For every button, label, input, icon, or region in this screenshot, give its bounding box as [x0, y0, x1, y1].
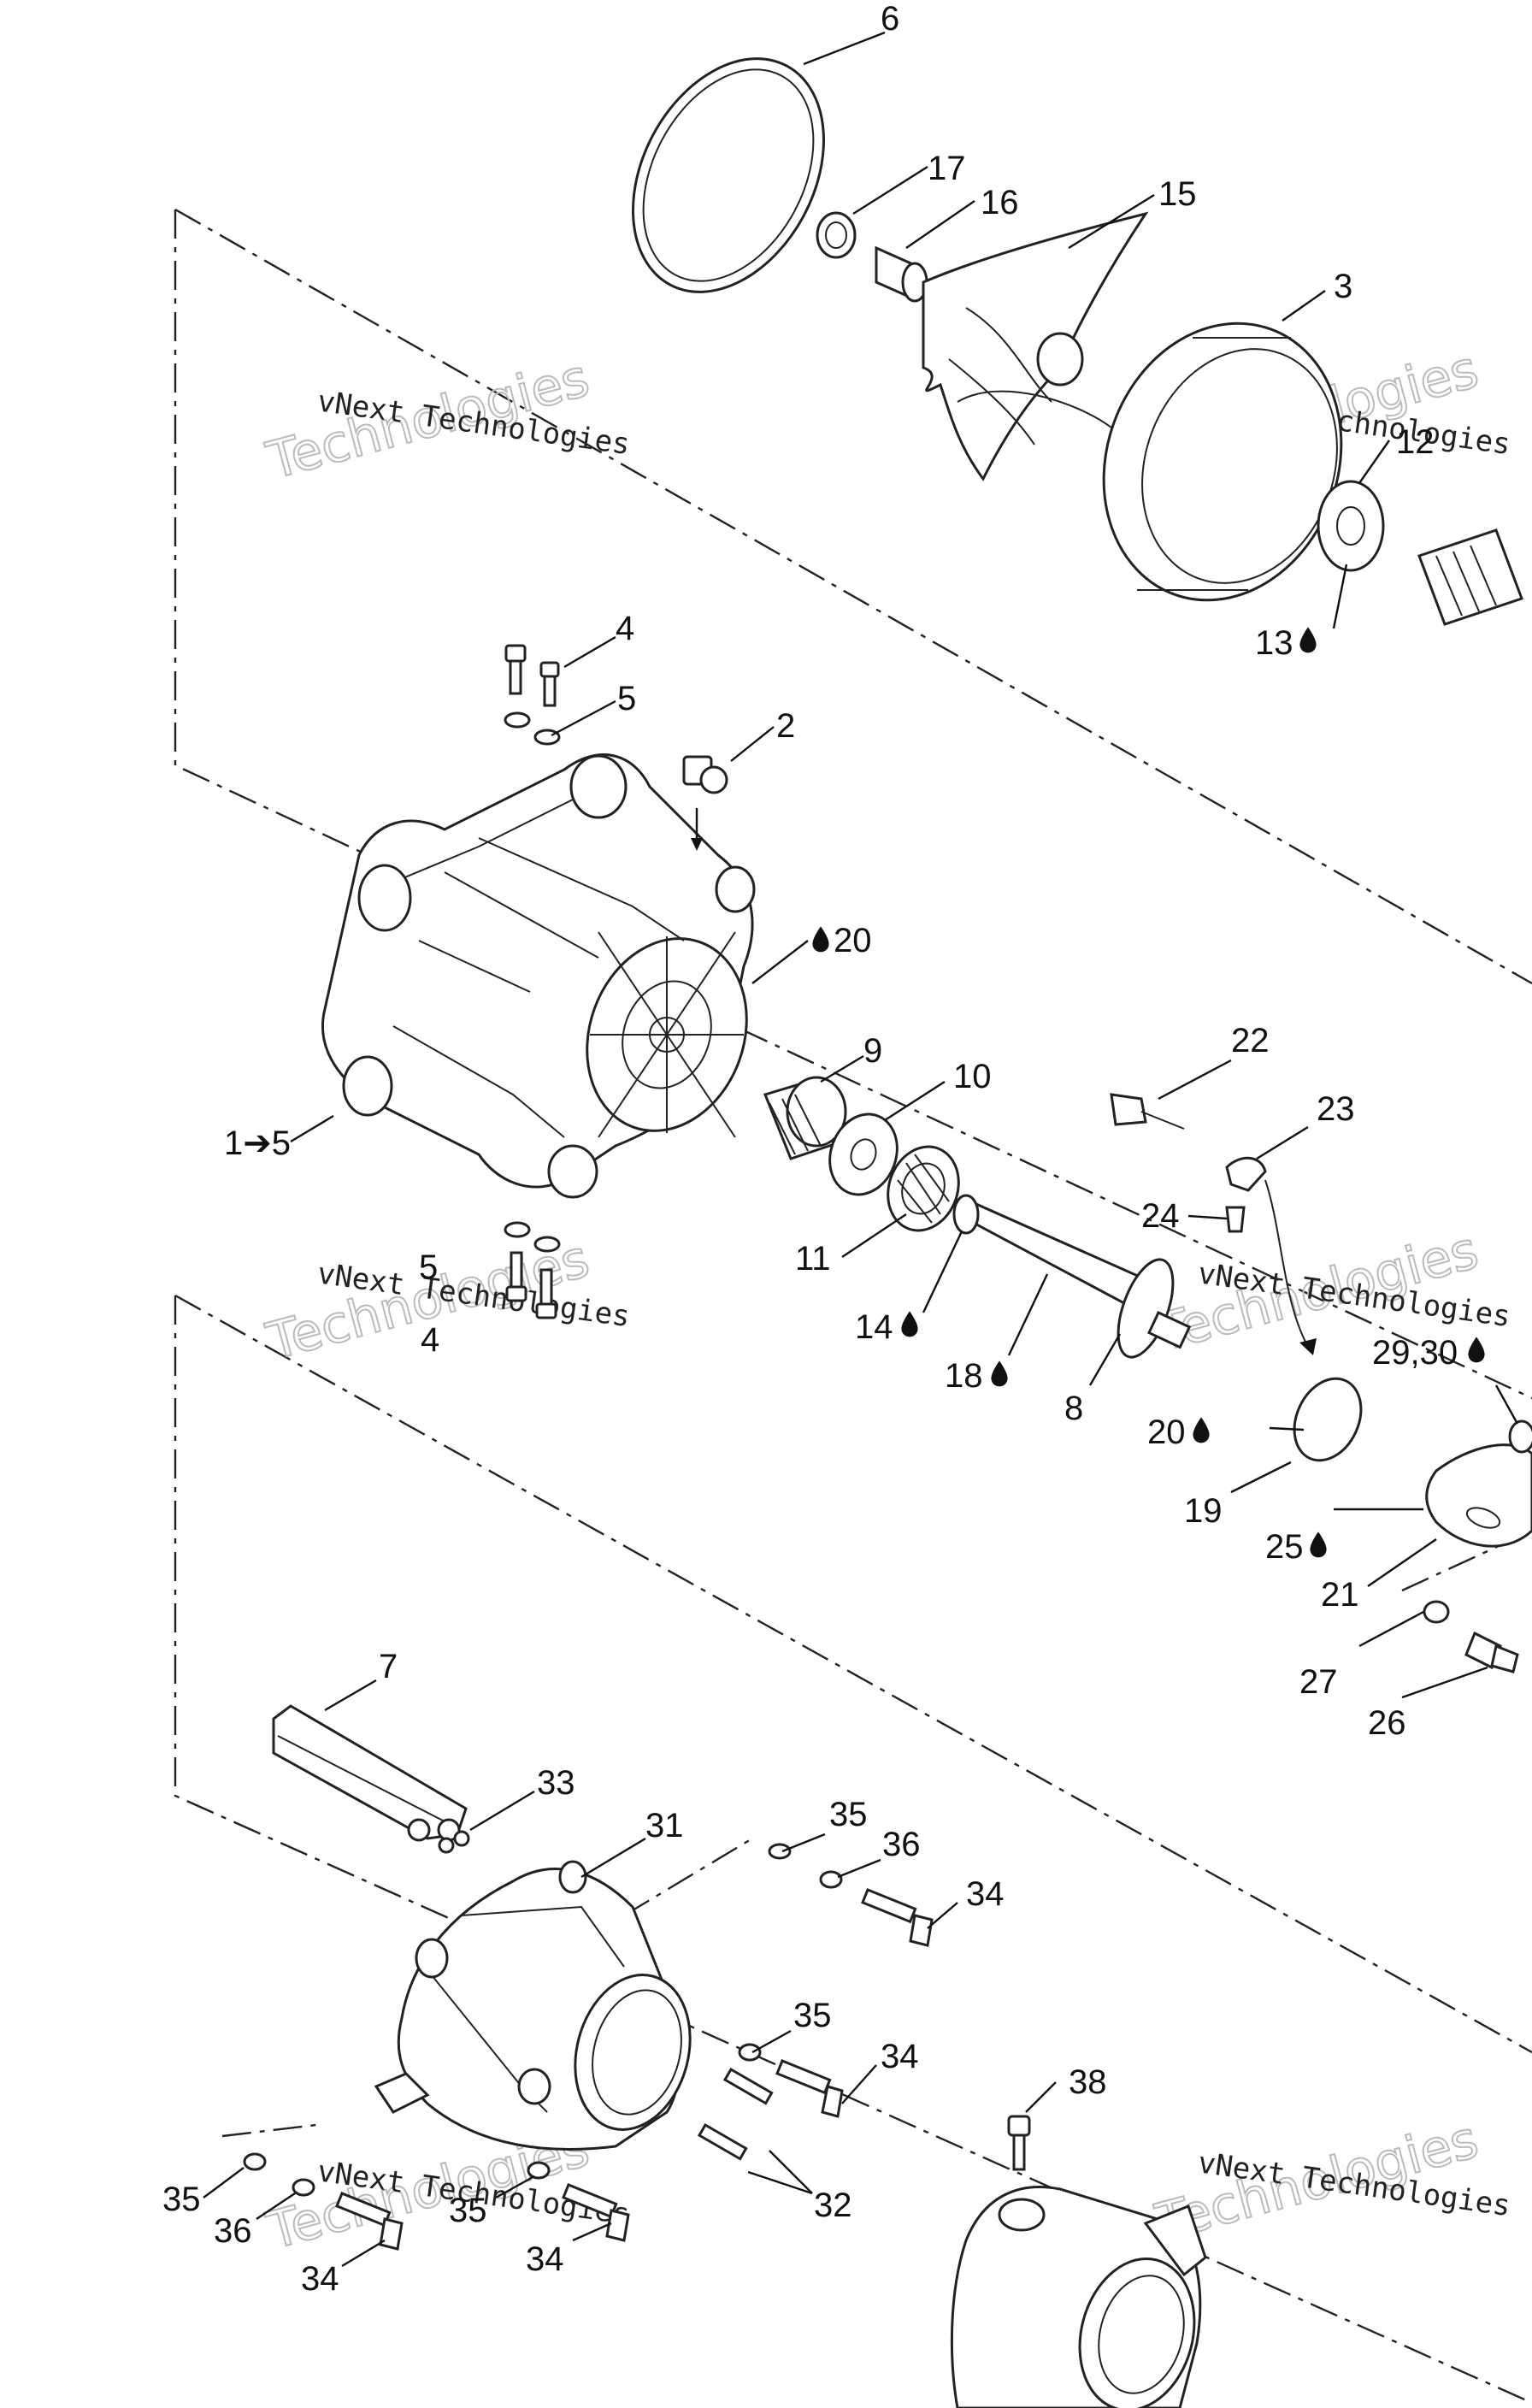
callout-34-a: 34	[966, 1875, 1005, 1913]
part-bushing-17	[816, 211, 857, 259]
part-needle-bearing-top	[1417, 528, 1523, 626]
part-hardware-left-bottom	[243, 2152, 630, 2251]
callout-34-d: 34	[526, 2240, 564, 2278]
routing-line	[1264, 1179, 1309, 1348]
callout-25: 25	[1265, 1528, 1304, 1566]
part-shaft-18	[952, 1194, 1192, 1359]
callout-21: 21	[1321, 1576, 1359, 1614]
part-cap-21	[1425, 1443, 1532, 1548]
callout-33: 33	[537, 1764, 575, 1802]
leader-lines	[203, 31, 1519, 2268]
part-nozzle	[950, 2186, 1207, 2408]
callout-24: 24	[1141, 1197, 1180, 1235]
callout-16: 16	[981, 184, 1019, 221]
callout-36-b: 36	[214, 2212, 252, 2250]
callout-3: 3	[1334, 268, 1352, 305]
callout-14: 14	[855, 1308, 893, 1346]
callout-35-c: 35	[162, 2181, 201, 2218]
part-pins-32	[697, 2067, 774, 2161]
callout-35-a: 35	[829, 1796, 868, 1833]
callout-34-c: 34	[301, 2260, 339, 2298]
part-orings-33	[438, 1830, 470, 1854]
callout-27: 27	[1299, 1663, 1338, 1701]
callout-17: 17	[928, 150, 966, 187]
callout-34-b: 34	[881, 2038, 919, 2075]
callout-35-d: 35	[449, 2192, 487, 2229]
oil-drop-icon	[812, 926, 829, 953]
part-setscrew-24	[1225, 1206, 1246, 1233]
part-bolts-4-top	[504, 644, 561, 746]
oil-drop-icon	[901, 1311, 918, 1337]
part-washer-10	[828, 1113, 899, 1196]
callout-5-top: 5	[617, 680, 636, 717]
callout-11: 11	[795, 1240, 831, 1278]
part-screw-26	[1464, 1631, 1519, 1673]
part-ring-6	[632, 57, 825, 293]
callout-13: 13	[1255, 624, 1293, 662]
oil-drop-icon	[1193, 1417, 1210, 1443]
callout-4-top: 4	[616, 610, 634, 647]
callout-22: 22	[1231, 1022, 1270, 1059]
callout-5-bottom: 5	[419, 1248, 438, 1286]
part-seal-12	[1317, 480, 1385, 572]
callout-36-a: 36	[882, 1826, 921, 1863]
part-screw-38	[1007, 2115, 1031, 2171]
callout-32: 32	[814, 2187, 852, 2224]
callout-35-b: 35	[793, 1997, 832, 2034]
oil-drop-icon	[1468, 1337, 1485, 1363]
callout-9: 9	[863, 1032, 882, 1070]
part-sleeve-16	[875, 245, 928, 303]
part-oring-19	[1293, 1377, 1363, 1462]
oil-drop-icon	[991, 1360, 1008, 1387]
part-screw-22	[1110, 1093, 1185, 1130]
callout-12: 12	[1396, 423, 1435, 461]
callout-2: 2	[776, 707, 795, 745]
callout-31: 31	[645, 1807, 684, 1844]
callout-labels: 6 17 16 15 3 12 13 4 5 2 20 1➔5 9 10 11 …	[162, 0, 1485, 2298]
callout-4-bottom: 4	[421, 1321, 439, 1359]
part-hardware-right-mid	[738, 2043, 844, 2118]
callout-19: 19	[1184, 1492, 1223, 1530]
part-hardware-right-top	[768, 1843, 934, 1947]
callout-7: 7	[379, 1648, 398, 1685]
part-thrust-bearing-11	[887, 1145, 960, 1232]
callout-26: 26	[1368, 1704, 1406, 1742]
callout-8: 8	[1064, 1390, 1083, 1427]
part-clip-23	[1225, 1156, 1267, 1192]
callout-20-b: 20	[1147, 1414, 1186, 1451]
part-wear-ring-3	[1102, 322, 1343, 602]
part-impeller-15	[922, 211, 1149, 481]
oil-drop-icon	[1310, 1532, 1327, 1558]
part-needle-bearing-9	[763, 1076, 847, 1160]
part-lever-7	[272, 1704, 468, 1842]
callout-38: 38	[1069, 2063, 1107, 2101]
callout-6: 6	[881, 0, 899, 38]
callout-29-30: 29,30	[1372, 1334, 1458, 1372]
callout-10: 10	[953, 1058, 992, 1095]
part-fitting-2	[682, 755, 728, 851]
callout-23: 23	[1317, 1090, 1355, 1128]
part-bolts-4-bottom	[504, 1221, 561, 1319]
part-washer-27	[1423, 1600, 1450, 1624]
part-venturi-31	[374, 1860, 692, 2151]
callout-15: 15	[1158, 175, 1197, 213]
oil-drop-icon	[1299, 627, 1317, 653]
callout-18: 18	[945, 1357, 983, 1395]
callout-1-5: 1➔5	[224, 1124, 291, 1162]
callout-20-a: 20	[834, 922, 872, 959]
part-pump-housing-1	[321, 753, 756, 1199]
part-plug-29-30	[1508, 1419, 1532, 1454]
